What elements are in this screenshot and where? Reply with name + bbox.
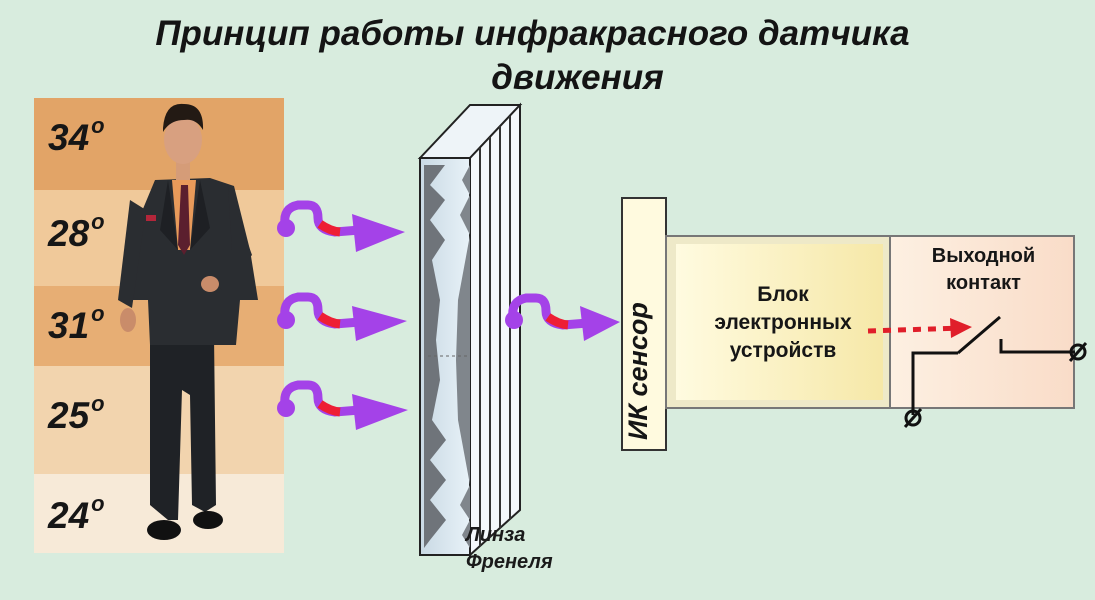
- switch-symbol: [903, 315, 1088, 428]
- temperature-label: 24o: [48, 491, 105, 536]
- temperature-label: 31o: [48, 301, 105, 346]
- output-contact-block: [889, 235, 1075, 409]
- heat-ray: [277, 292, 407, 341]
- control-signal-arrowhead: [950, 318, 972, 338]
- diagram-title: Принцип работы инфракрасного датчика: [155, 14, 910, 53]
- electronics-block-label: Блок электронных устройств: [714, 283, 852, 362]
- fresnel-lens-label: Линза Френеля: [466, 524, 553, 573]
- diagram-title-line-2: движения: [491, 58, 664, 97]
- focused-ray: [505, 293, 620, 341]
- electronics-block-inner: [676, 244, 883, 400]
- output-contact-label: Выходной контакт: [931, 245, 1036, 294]
- temperature-label: 25o: [48, 391, 105, 436]
- control-signal-arrow: [867, 325, 963, 334]
- temperature-label: 28o: [48, 209, 105, 254]
- ir-sensor-label: ИК сенсор: [618, 302, 658, 440]
- temperature-zone-band: [34, 98, 284, 190]
- heat-ray: [277, 380, 408, 430]
- fresnel-lens: [417, 102, 523, 558]
- person-figure: [118, 103, 258, 540]
- temperature-label: 34o: [48, 113, 105, 158]
- heat-ray: [277, 200, 405, 252]
